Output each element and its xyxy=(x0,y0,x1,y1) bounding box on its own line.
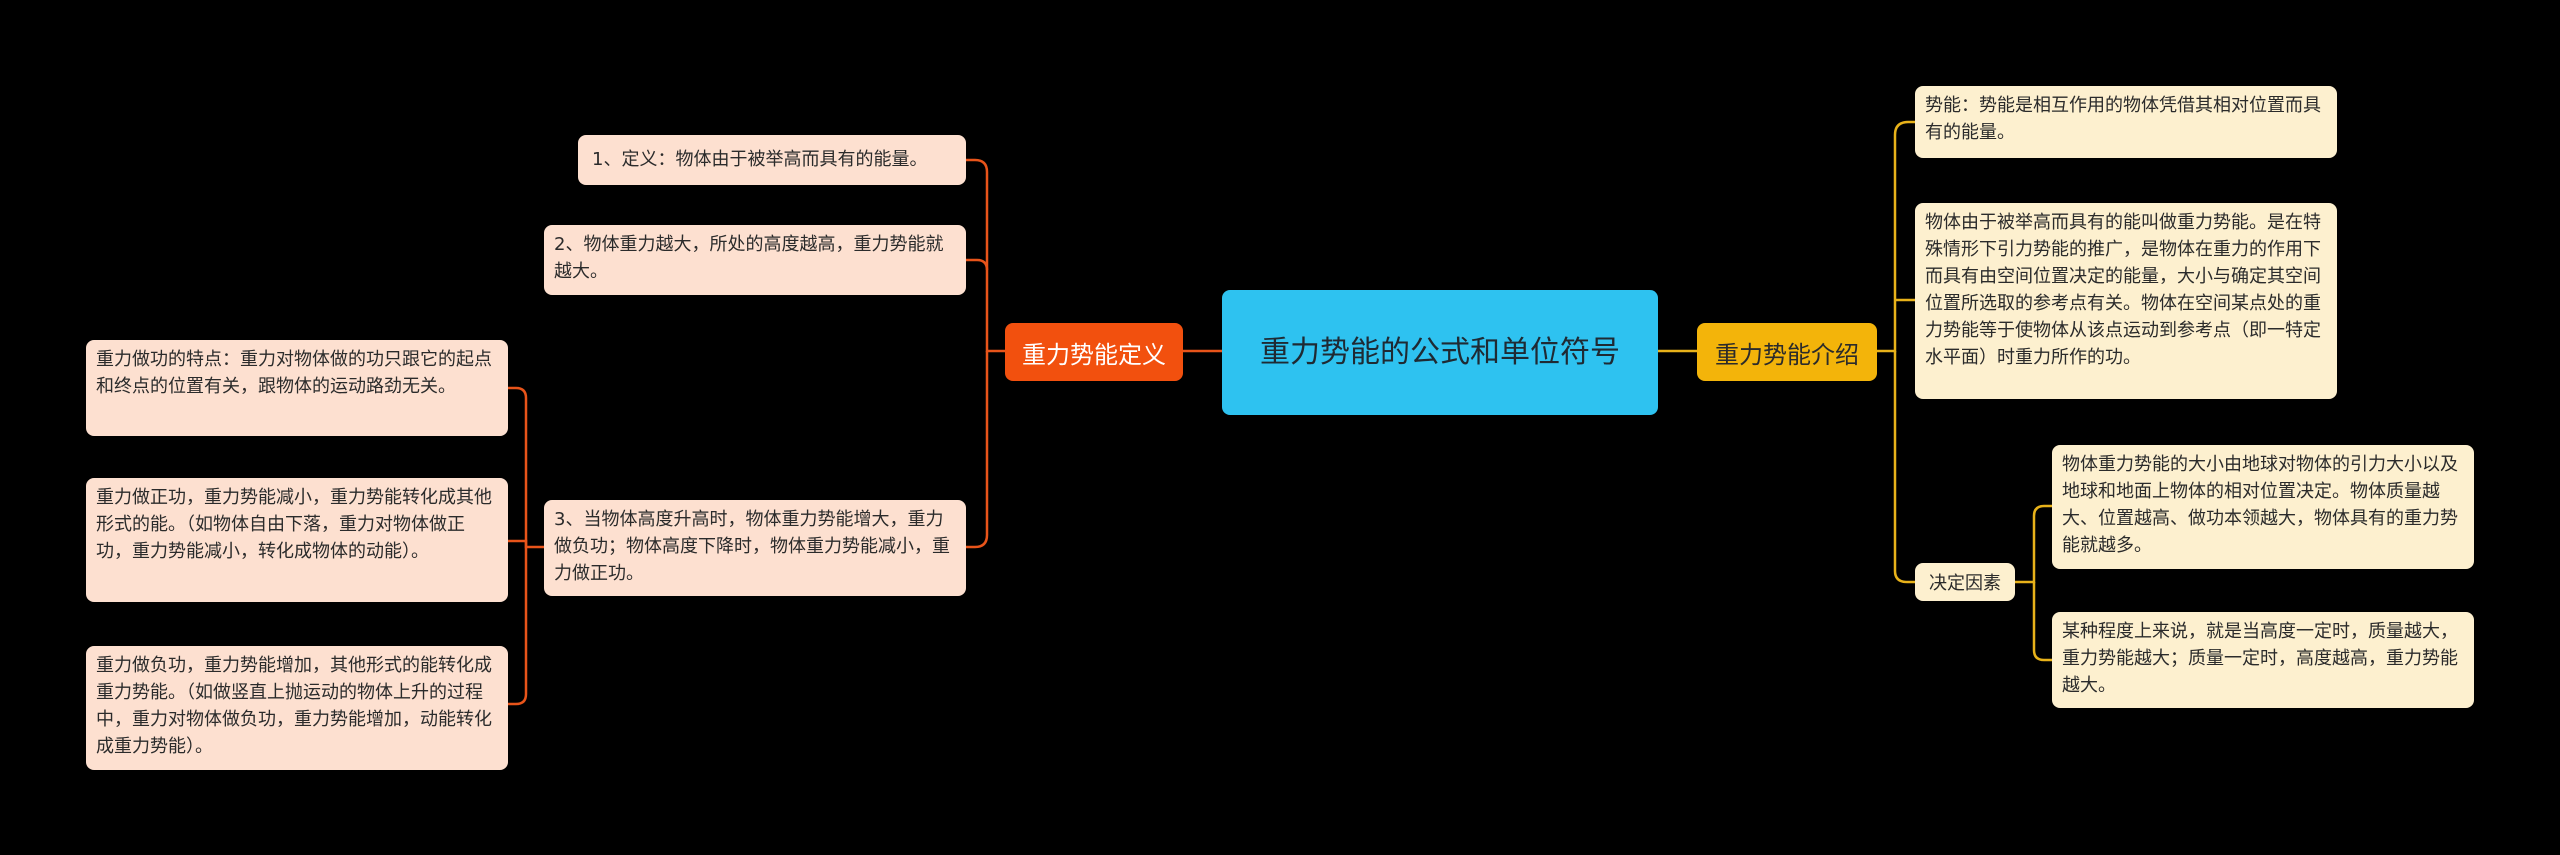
definition-item-2-text: 2、物体重力越大，所处的高度越高，重力势能就越大。 xyxy=(554,234,944,282)
definition-item-1[interactable]: 1、定义：物体由于被举高而具有的能量。 xyxy=(578,135,966,185)
factors-subitem-1-text: 物体重力势能的大小由地球对物体的引力大小以及地球和地面上物体的相对位置决定。物体… xyxy=(2062,454,2458,556)
connector-right-item-1 xyxy=(1877,120,1915,353)
connector-right-sub xyxy=(2015,504,2052,584)
connector-left-sub-3 xyxy=(508,547,528,706)
connector-right-sub-2 xyxy=(2032,582,2052,662)
definition-subitem-3-text: 重力做负功，重力势能增加，其他形式的能转化成重力势能。（如做竖直上抛运动的物体上… xyxy=(96,655,492,757)
definition-item-1-text: 1、定义：物体由于被举高而具有的能量。 xyxy=(592,149,928,170)
connector-left-sub-2 xyxy=(508,539,528,547)
connector-left-item-2 xyxy=(966,258,989,271)
definition-subitem-2-text: 重力做正功，重力势能减小，重力势能转化成其他形式的能。（如物体自由下落，重力对物… xyxy=(96,487,492,562)
branch-introduction-label: 重力势能介绍 xyxy=(1715,340,1859,369)
definition-subitem-3[interactable]: 重力做负功，重力势能增加，其他形式的能转化成重力势能。（如做竖直上抛运动的物体上… xyxy=(86,646,508,770)
central-topic-label: 重力势能的公式和单位符号 xyxy=(1260,334,1620,370)
factors-subitem-2-text: 某种程度上来说，就是当高度一定时，质量越大，重力势能越大；质量一定时，高度越高，… xyxy=(2062,621,2458,696)
definition-item-2[interactable]: 2、物体重力越大，所处的高度越高，重力势能就越大。 xyxy=(544,225,966,295)
connector-left-item-1 xyxy=(966,158,1005,353)
introduction-item-2-text: 物体由于被举高而具有的能叫做重力势能。是在特殊情形下引力势能的推广，是物体在重力… xyxy=(1925,212,2321,368)
connector-right-item-3 xyxy=(1893,351,1915,584)
introduction-item-2[interactable]: 物体由于被举高而具有的能叫做重力势能。是在特殊情形下引力势能的推广，是物体在重力… xyxy=(1915,203,2337,399)
factors-subitem-2[interactable]: 某种程度上来说，就是当高度一定时，质量越大，重力势能越大；质量一定时，高度越高，… xyxy=(2052,612,2474,708)
definition-subitem-2[interactable]: 重力做正功，重力势能减小，重力势能转化成其他形式的能。（如物体自由下落，重力对物… xyxy=(86,478,508,602)
definition-item-3[interactable]: 3、当物体高度升高时，物体重力势能增大，重力做负功；物体高度下降时，物体重力势能… xyxy=(544,500,966,596)
determining-factors[interactable]: 决定因素 xyxy=(1915,563,2015,601)
definition-subitem-1[interactable]: 重力做功的特点：重力对物体做的功只跟它的起点和终点的位置有关，跟物体的运动路劲无… xyxy=(86,340,508,436)
branch-definition-label: 重力势能定义 xyxy=(1022,340,1166,369)
branch-introduction[interactable]: 重力势能介绍 xyxy=(1697,323,1877,381)
connector-left-item-3 xyxy=(966,351,989,549)
factors-subitem-1[interactable]: 物体重力势能的大小由地球对物体的引力大小以及地球和地面上物体的相对位置决定。物体… xyxy=(2052,445,2474,569)
introduction-item-1[interactable]: 势能：势能是相互作用的物体凭借其相对位置而具有的能量。 xyxy=(1915,86,2337,158)
branch-definition[interactable]: 重力势能定义 xyxy=(1005,323,1183,381)
central-topic[interactable]: 重力势能的公式和单位符号 xyxy=(1222,290,1658,415)
connector-left-sub xyxy=(508,386,544,549)
determining-factors-label: 决定因素 xyxy=(1929,573,2001,594)
definition-item-3-text: 3、当物体高度升高时，物体重力势能增大，重力做负功；物体高度下降时，物体重力势能… xyxy=(554,509,950,584)
introduction-item-1-text: 势能：势能是相互作用的物体凭借其相对位置而具有的能量。 xyxy=(1925,95,2321,143)
definition-subitem-1-text: 重力做功的特点：重力对物体做的功只跟它的起点和终点的位置有关，跟物体的运动路劲无… xyxy=(96,349,492,397)
